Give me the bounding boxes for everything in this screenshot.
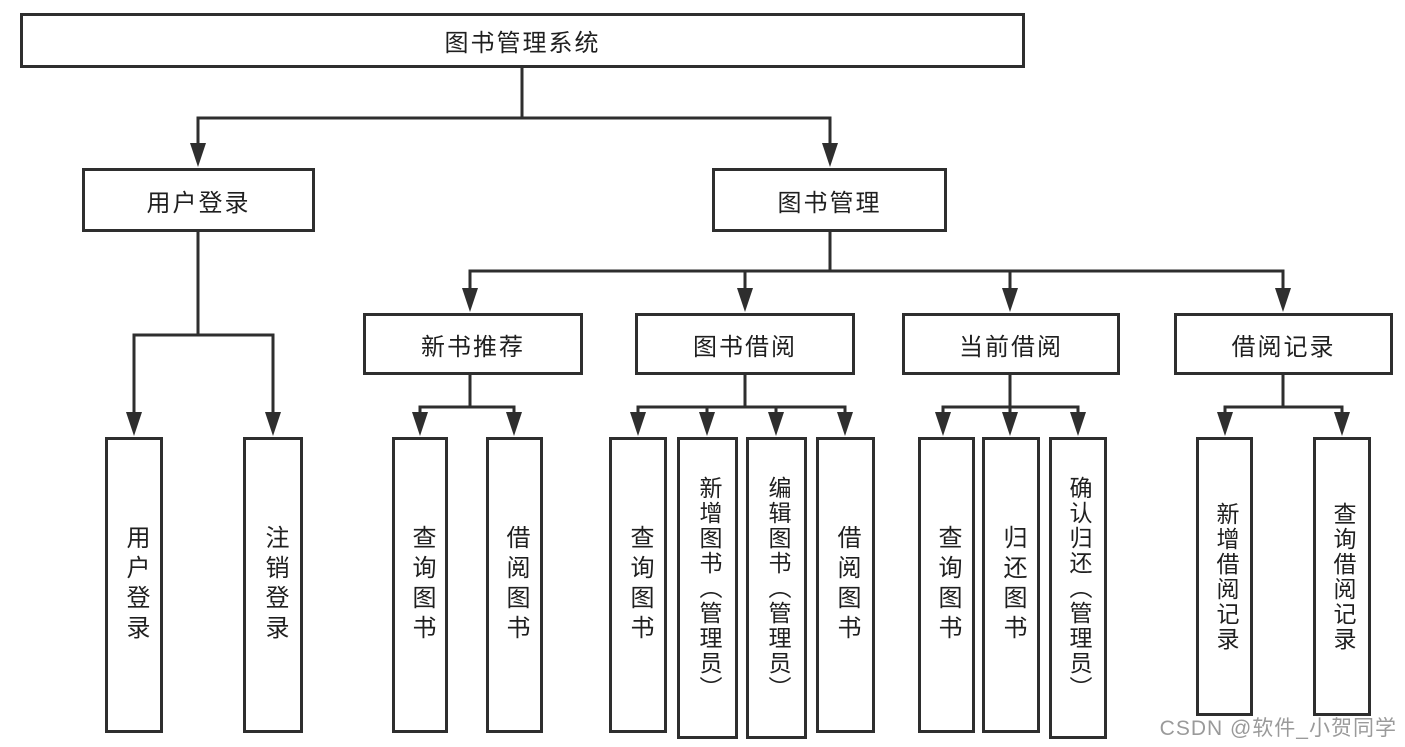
leaf-borrowing-query-books: 查询图书 [609, 437, 667, 733]
node-borrowing-records: 借阅记录 [1174, 313, 1393, 375]
edge-newbook-split [418, 405, 516, 412]
edge-level2-split [196, 116, 832, 144]
leaf-borrowing-edit-books-admin: 编辑图书（管理员） [746, 437, 807, 739]
leaf-current-confirm-return-admin: 确认归还（管理员） [1049, 437, 1107, 739]
leaf-logout: 注销登录 [243, 437, 303, 733]
leaf-user-login: 用户登录 [105, 437, 163, 733]
leaf-records-add-record: 新增借阅记录 [1196, 437, 1253, 716]
csdn-watermark: CSDN @软件_小贺同学 [1159, 717, 1397, 740]
node-book-management: 图书管理 [712, 168, 947, 232]
edge-level3-split [468, 269, 1285, 289]
node-user-login: 用户登录 [82, 168, 315, 232]
edge-records-split [1223, 405, 1344, 412]
leaf-current-query-books: 查询图书 [918, 437, 975, 733]
leaf-newbook-borrow-books: 借阅图书 [486, 437, 543, 733]
leaf-records-query-record: 查询借阅记录 [1313, 437, 1371, 716]
edge-borrow-split [636, 405, 847, 412]
leaf-borrowing-borrow-books: 借阅图书 [816, 437, 875, 733]
node-book-borrowing: 图书借阅 [635, 313, 855, 375]
leaf-newbook-query-books: 查询图书 [392, 437, 448, 733]
leaf-borrowing-add-books-admin: 新增图书（管理员） [677, 437, 738, 739]
node-new-book-recommendation: 新书推荐 [363, 313, 583, 375]
node-root: 图书管理系统 [20, 13, 1025, 68]
arrowheads [126, 143, 1350, 436]
node-current-borrowing: 当前借阅 [902, 313, 1120, 375]
edge-userlogin-split [132, 333, 275, 412]
leaf-current-return-books: 归还图书 [982, 437, 1040, 733]
